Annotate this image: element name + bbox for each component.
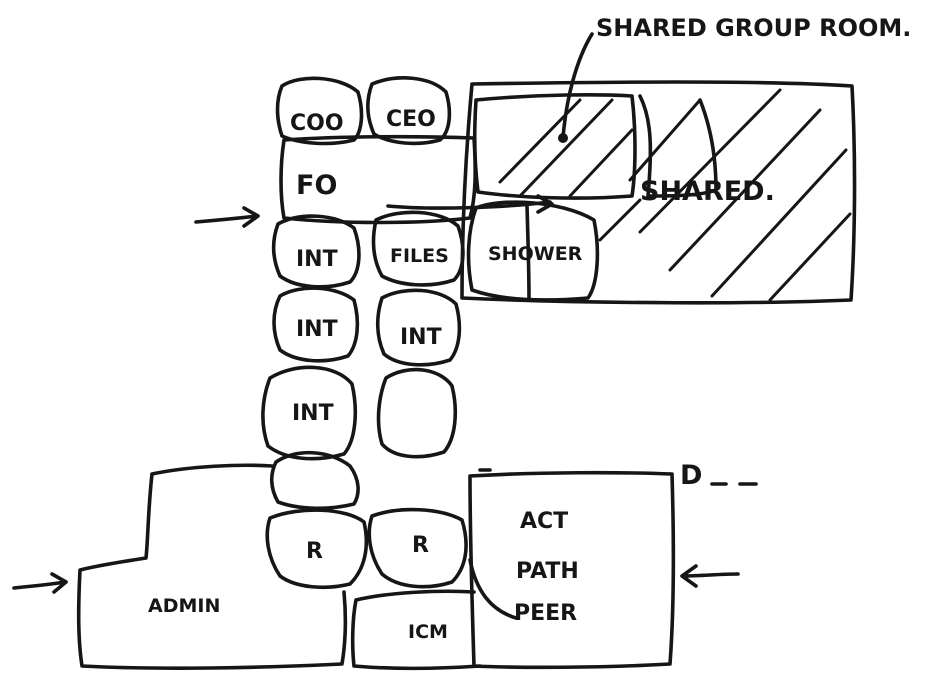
- admin-outline: [76, 463, 348, 670]
- act-block-curve: [468, 558, 518, 620]
- path-label: PATH: [516, 559, 579, 584]
- int-office-4: [261, 365, 358, 461]
- admin-label: ADMIN: [148, 595, 220, 617]
- files-room: [371, 210, 465, 287]
- r-label-left: R: [306, 539, 323, 564]
- act-label: ACT: [520, 509, 568, 534]
- coo-label: COO: [290, 111, 344, 136]
- fo-connector: [386, 194, 554, 214]
- clinical-area: ACT PATH PEER ICM D: [350, 460, 758, 671]
- fo-label: FO: [296, 170, 337, 201]
- r-room-right: [367, 507, 468, 589]
- files-label: FILES: [390, 245, 449, 267]
- shared-hatching: [498, 88, 852, 302]
- r-room-left: [265, 508, 369, 590]
- shared-group-room-annotation: SHARED GROUP ROOM.: [596, 14, 911, 42]
- shared-room: SHARED. SHOWER: [460, 32, 857, 305]
- arrow-clinical-entry: [680, 564, 740, 588]
- blank-office: [376, 367, 458, 459]
- arrow-fo-entry: [194, 206, 260, 228]
- int-label-4: INT: [292, 401, 334, 426]
- arrow-admin-entry: [12, 572, 68, 594]
- admin-area: ADMIN: [76, 463, 348, 670]
- icm-room-outline: [350, 589, 482, 671]
- int-office-3: [375, 288, 462, 367]
- shower-divider: [525, 204, 531, 302]
- shared-label: SHARED.: [640, 176, 775, 207]
- shower-label: SHOWER: [488, 243, 583, 265]
- entry-arrows: [12, 206, 740, 594]
- coo-office: [275, 76, 364, 146]
- executive-offices: COO CEO FO: [275, 76, 554, 225]
- marker-label: D: [680, 460, 702, 491]
- int-label-1: INT: [296, 247, 338, 272]
- int-label-3: INT: [400, 325, 442, 350]
- r-rooms: R R: [265, 507, 468, 590]
- r-label-right: R: [412, 533, 429, 558]
- ceo-office: [365, 76, 452, 146]
- int-office-2: [272, 286, 360, 363]
- int-label-2: INT: [296, 317, 338, 342]
- peer-label: PEER: [514, 601, 577, 626]
- corridor-lobe: [269, 450, 360, 511]
- icm-label: ICM: [408, 621, 448, 643]
- inner-partition: [638, 94, 718, 198]
- ceo-label: CEO: [386, 107, 436, 132]
- fo-room: [279, 134, 477, 225]
- act-block-outline: [468, 470, 676, 670]
- group-room-leader: [561, 32, 594, 140]
- int-office-1: [271, 214, 361, 289]
- office-columns: INT FILES INT INT INT: [261, 210, 465, 511]
